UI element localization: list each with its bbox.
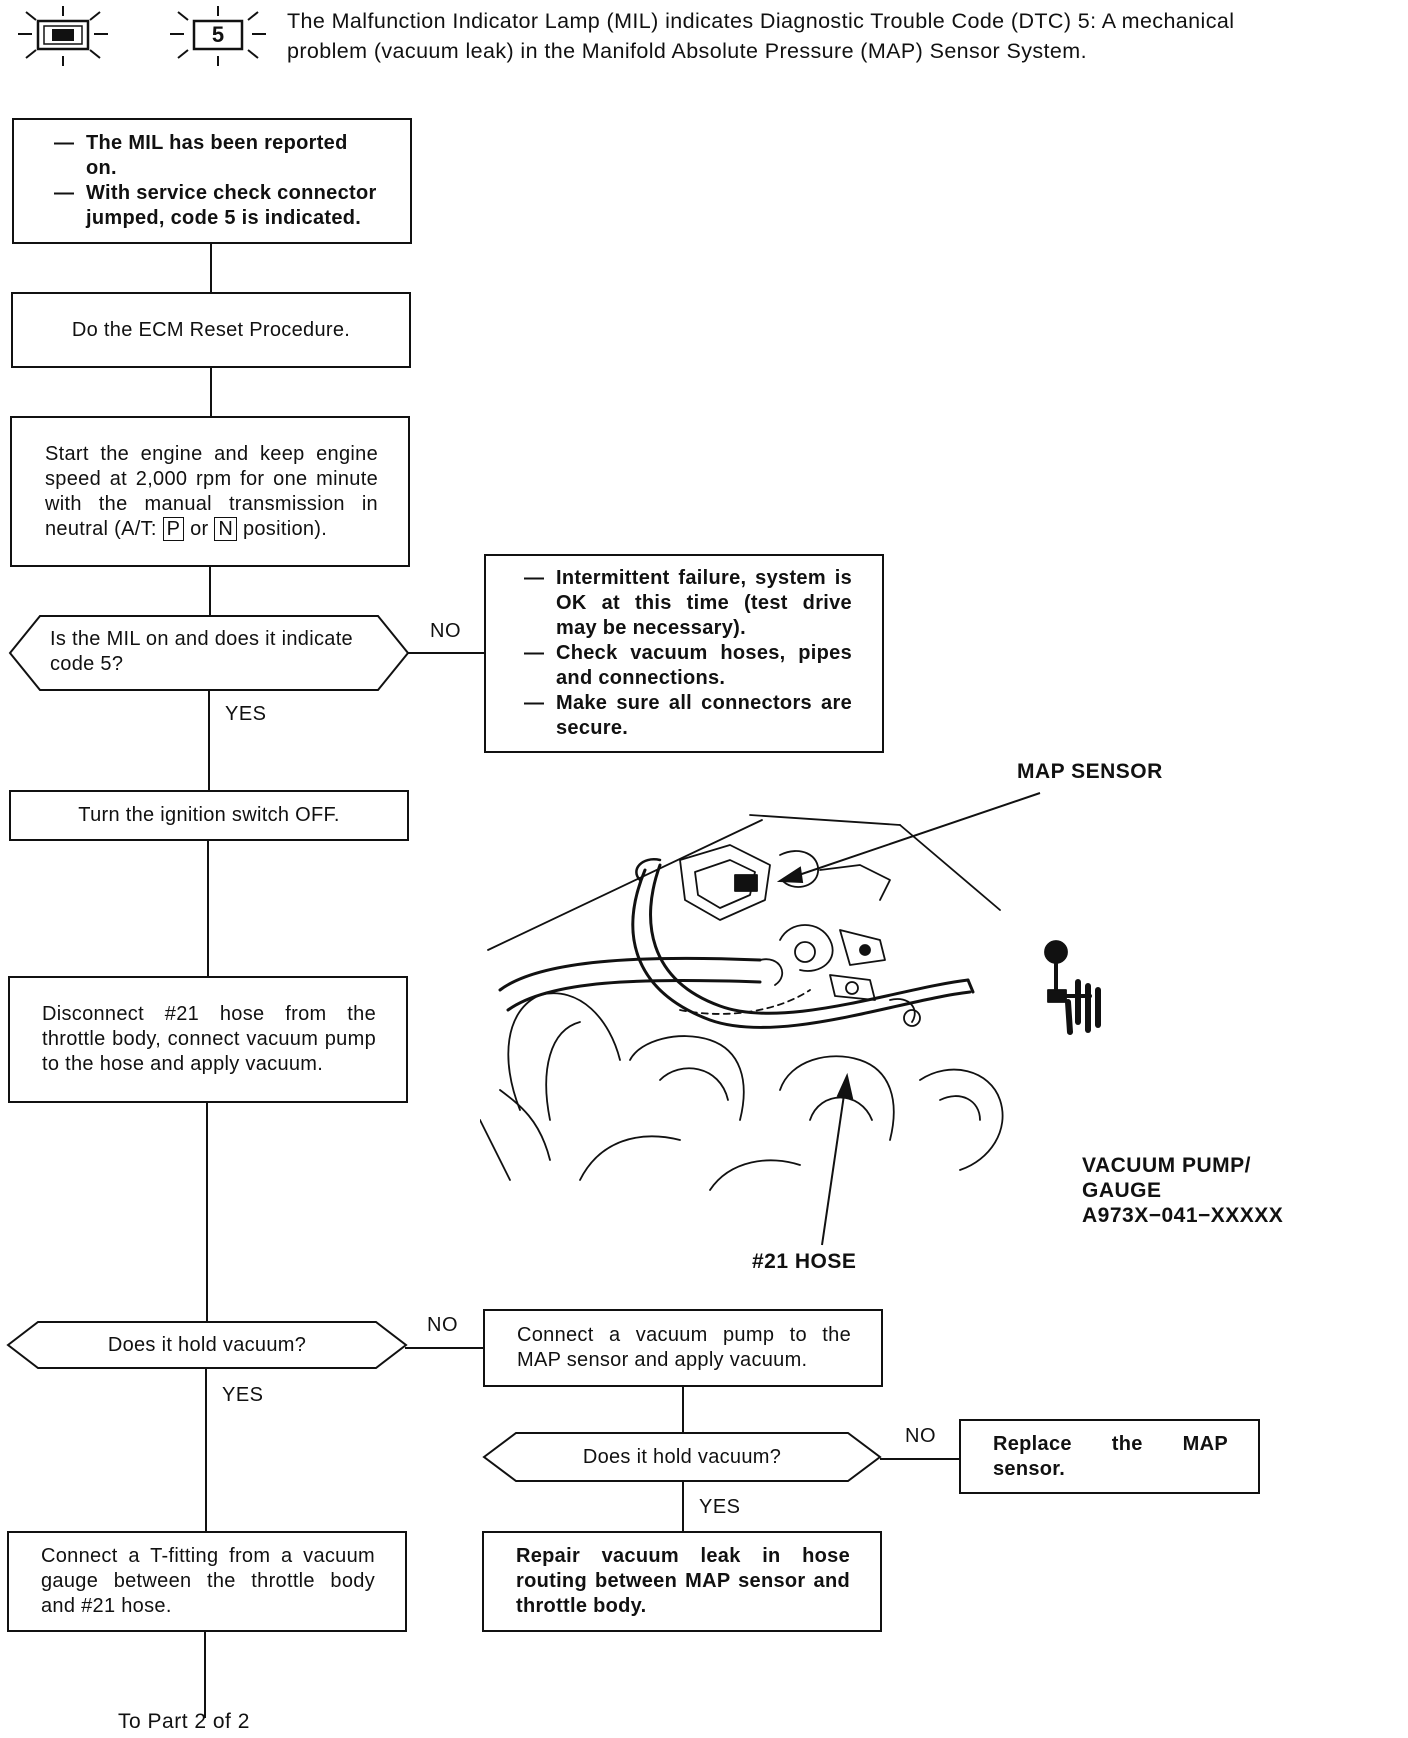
no1-item-1: Intermittent failure, system is OK at th…	[524, 566, 852, 641]
decision-diamond	[6, 1321, 408, 1369]
yes-label: YES	[222, 1384, 264, 1406]
connector	[880, 1458, 960, 1460]
start-condition-box: The MIL has been reported on. With servi…	[12, 118, 412, 244]
dtc-code-icon: 5	[168, 4, 268, 68]
decision-diamond	[8, 615, 410, 691]
ignition-off-box: Turn the ignition switch OFF.	[9, 790, 409, 841]
t-fitting-text: Connect a T-fitting from a vacuum gauge …	[41, 1545, 375, 1617]
connector	[682, 1480, 684, 1532]
replace-map-text: Replace the MAP sensor.	[993, 1432, 1228, 1480]
no1-item-2: Check vacuum hoses, pipes and connection…	[524, 641, 852, 691]
page-title-line2: problem (vacuum leak) in the Manifold Ab…	[287, 39, 1087, 63]
decision1-text: Is the MIL on and does it indicate code …	[50, 628, 353, 675]
start-condition-1: The MIL has been reported on.	[54, 131, 380, 181]
connector	[682, 1386, 684, 1432]
connect-map-text: Connect a vacuum pump to the MAP sensor …	[517, 1324, 851, 1371]
yes-label: YES	[699, 1496, 741, 1518]
run-engine-box: Start the engine and keep engine speed a…	[10, 416, 410, 567]
or-word: or	[190, 517, 209, 540]
continuation-label: To Part 2 of 2	[118, 1710, 250, 1733]
repair-leak-box: Repair vacuum leak in hose routing betwe…	[482, 1531, 882, 1632]
connector	[208, 690, 210, 790]
mil-lamp-icon	[8, 4, 118, 68]
park-position-box: P	[162, 516, 185, 541]
start-condition-2: With service check connector jumped, cod…	[54, 181, 380, 231]
engine-illustration	[480, 814, 1101, 1191]
no1-item-3: Make sure all connectors are secure.	[524, 691, 852, 741]
connector	[405, 1347, 485, 1349]
vacuum-pump-line3: A973X−041−XXXXX	[1082, 1204, 1284, 1227]
run-engine-instructions: Start the engine and keep engine speed a…	[45, 442, 378, 540]
connector	[206, 1102, 208, 1322]
page-title: The Malfunction Indicator Lamp (MIL) ind…	[287, 6, 1405, 66]
vacuum-pump-callout: VACUUM PUMP/ GAUGE A973X−041−XXXXX	[1082, 1153, 1283, 1228]
map-sensor-callout: MAP SENSOR	[1017, 760, 1163, 783]
connector	[408, 652, 486, 654]
no-label: NO	[427, 1314, 458, 1336]
ignition-off-text: Turn the ignition switch OFF.	[78, 804, 340, 826]
yes-label: YES	[225, 703, 267, 725]
connector	[210, 243, 212, 292]
vacuum-pump-line1: VACUUM PUMP/	[1082, 1154, 1251, 1177]
replace-map-box: Replace the MAP sensor.	[959, 1419, 1260, 1494]
decision-diamond	[482, 1432, 882, 1482]
decision2-text: Does it hold vacuum?	[107, 1334, 307, 1356]
vacuum-pump-line2: GAUGE	[1082, 1179, 1162, 1202]
repair-leak-text: Repair vacuum leak in hose routing betwe…	[516, 1545, 850, 1617]
connector	[207, 840, 209, 978]
ecm-reset-text: Do the ECM Reset Procedure.	[71, 318, 351, 341]
run-engine-text: Start the engine and keep engine speed a…	[45, 442, 378, 542]
intermittent-failure-box: Intermittent failure, system is OK at th…	[484, 554, 884, 753]
ecm-reset-box: Do the ECM Reset Procedure.	[11, 292, 411, 368]
t-fitting-box: Connect a T-fitting from a vacuum gauge …	[7, 1531, 407, 1632]
connector	[204, 1631, 206, 1718]
page-title-line1: The Malfunction Indicator Lamp (MIL) ind…	[287, 9, 1235, 33]
connector	[205, 1368, 207, 1533]
connector	[209, 566, 211, 616]
dtc-code-number: 5	[211, 22, 225, 47]
no-label: NO	[430, 620, 461, 642]
decision3-text: Does it hold vacuum?	[582, 1446, 782, 1468]
disconnect-hose-box: Disconnect #21 hose from the throttle bo…	[8, 976, 408, 1103]
disconnect-hose-text: Disconnect #21 hose from the throttle bo…	[42, 1003, 376, 1075]
connect-map-box: Connect a vacuum pump to the MAP sensor …	[483, 1309, 883, 1387]
no-label: NO	[905, 1425, 936, 1447]
connector	[210, 367, 212, 416]
position-word: position).	[242, 517, 328, 540]
neutral-position-box: N	[214, 516, 238, 541]
hose-21-callout: #21 HOSE	[752, 1250, 857, 1273]
